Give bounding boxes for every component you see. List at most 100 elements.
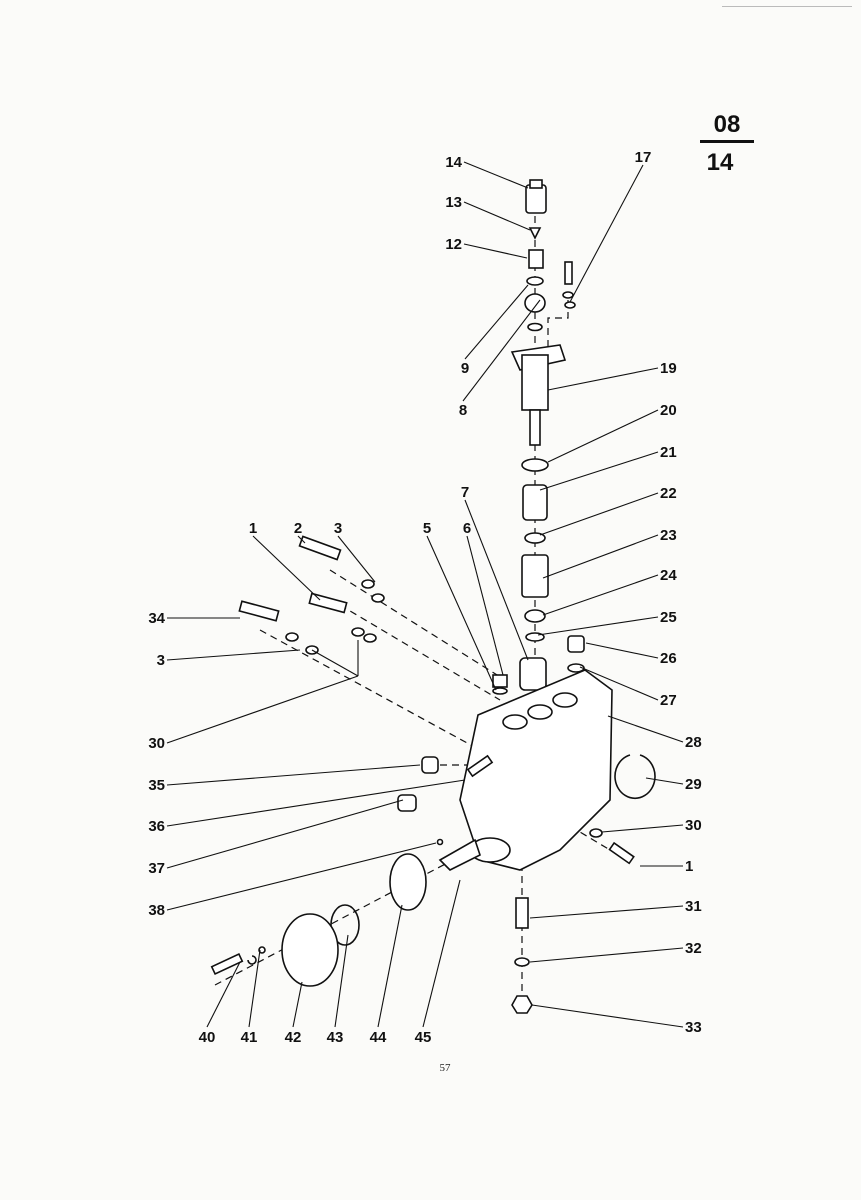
callout-2: 2: [294, 520, 302, 537]
callout-13: 13: [445, 194, 462, 211]
callout-6: 6: [463, 520, 471, 537]
callout-12: 12: [445, 236, 462, 253]
leader-branch: [311, 640, 359, 677]
leader-line: [463, 161, 529, 189]
callout-38: 38: [148, 902, 165, 919]
callout-8: 8: [459, 402, 467, 419]
seal-5: [492, 687, 508, 695]
leader-line: [337, 535, 376, 583]
callout-32: 32: [685, 940, 702, 957]
callout-33: 33: [685, 1019, 702, 1036]
callout-45: 45: [415, 1029, 432, 1046]
callout-5: 5: [423, 520, 431, 537]
washer-32: [514, 957, 530, 967]
washer-30-right: [589, 828, 603, 838]
callout-35: 35: [148, 777, 165, 794]
callout-25: 25: [660, 609, 677, 626]
leader-line: [248, 949, 261, 1028]
callout-1: 1: [685, 858, 693, 875]
leader-line: [426, 535, 497, 691]
leader-line: [252, 535, 321, 601]
callout-31: 31: [685, 898, 702, 915]
callout-3: 3: [334, 520, 342, 537]
plug-26: [567, 635, 585, 653]
valve-seat-small: [528, 227, 542, 240]
flange-42: [281, 913, 339, 987]
callout-34: 34: [148, 610, 165, 627]
leader-line: [334, 934, 349, 1028]
callout-1: 1: [249, 520, 257, 537]
callout-41: 41: [241, 1029, 258, 1046]
leader-line: [464, 499, 529, 661]
leader-line: [601, 824, 684, 833]
tappet-7: [519, 657, 547, 691]
leader-line: [547, 367, 659, 391]
seal-ring: [527, 322, 543, 332]
key-38: [436, 838, 444, 846]
leader-line: [645, 777, 684, 785]
callout-23: 23: [660, 527, 677, 544]
leader-line: [463, 201, 531, 231]
callout-17: 17: [635, 149, 652, 166]
valve-6: [492, 674, 508, 688]
washer-22: [524, 532, 546, 544]
leader-line: [166, 764, 421, 786]
pin-36: [466, 754, 494, 778]
callout-14: 14: [445, 154, 462, 171]
leader-line: [529, 947, 684, 963]
leader-line: [539, 451, 659, 491]
spring-seat-21: [522, 484, 548, 521]
callout-7: 7: [461, 484, 469, 501]
leader-line: [547, 409, 659, 463]
delivery-valve-holder: [525, 179, 547, 214]
callout-42: 42: [285, 1029, 302, 1046]
spring-23: [521, 554, 549, 598]
o-ring-20: [521, 458, 549, 472]
camshaft-45: [438, 838, 481, 871]
leader-line: [422, 879, 461, 1028]
callout-21: 21: [660, 444, 677, 461]
page-number: 57: [440, 1062, 452, 1074]
plug-35: [421, 756, 439, 774]
leader-line: [466, 535, 504, 676]
leader-line: [585, 642, 659, 659]
pump-housing-28: [459, 669, 613, 871]
valve-8: [524, 293, 546, 313]
leader-line: [292, 981, 303, 1028]
nut-33: [511, 995, 533, 1014]
callout-19: 19: [660, 360, 677, 377]
leader-line: [464, 284, 529, 360]
callout-36: 36: [148, 818, 165, 835]
leader-line: [537, 616, 659, 636]
leader-line: [206, 961, 241, 1028]
pump-element-19: [510, 344, 567, 446]
callout-27: 27: [660, 692, 677, 709]
callout-43: 43: [327, 1029, 344, 1046]
sheet-number: 14: [707, 149, 734, 176]
callout-24: 24: [660, 567, 677, 584]
bolt-1-right: [608, 841, 635, 865]
callout-3: 3: [157, 652, 165, 669]
callout-9: 9: [461, 360, 469, 377]
leader-line: [607, 715, 684, 743]
callout-37: 37: [148, 860, 165, 877]
leader-line: [462, 299, 541, 402]
leader-line: [542, 574, 659, 616]
fraction-bar: [700, 140, 754, 143]
washer-40: [247, 955, 257, 965]
leader-line: [166, 779, 466, 827]
leader-line: [542, 534, 659, 579]
leader-line: [463, 243, 528, 259]
leader-line: [569, 164, 644, 303]
bearing-44: [389, 853, 427, 911]
callout-26: 26: [660, 650, 677, 667]
leader-line: [166, 799, 404, 869]
leader-line: [166, 675, 359, 744]
ring-41: [258, 946, 266, 954]
top-rule: [722, 6, 852, 7]
group-number: 08: [714, 111, 741, 138]
leader-line: [377, 904, 403, 1028]
callout-29: 29: [685, 776, 702, 793]
leader-line: [297, 535, 306, 544]
